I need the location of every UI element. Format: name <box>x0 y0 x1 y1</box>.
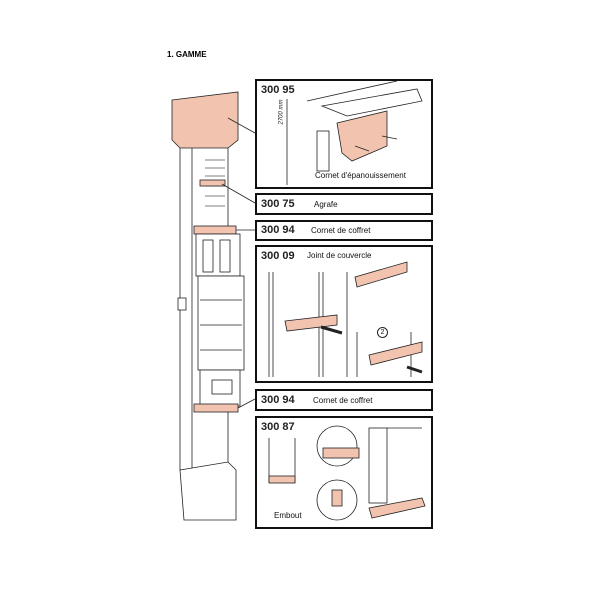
step-number: 2 <box>377 327 388 338</box>
item-label: Embout <box>274 511 302 520</box>
embout-diagram <box>268 425 426 521</box>
item-label: Agrafe <box>314 200 338 209</box>
item-code: 300 75 <box>261 198 295 210</box>
item-code: 300 94 <box>261 394 295 406</box>
agrafe-part <box>199 179 226 187</box>
item-code: 300 87 <box>261 421 295 433</box>
dimension-label: 2700 mm <box>278 99 285 125</box>
cornet-epanouissement-diagram <box>286 81 423 185</box>
item-code: 300 94 <box>261 224 295 236</box>
item-300-95-panel: 300 95 2700 mm Cornet d'épanouissement <box>255 79 433 189</box>
item-300-09-panel: 300 09 Joint de couvercle 2 <box>255 245 433 383</box>
item-300-75-panel: 300 75 Agrafe <box>255 193 433 215</box>
item-label: Cornet de coffret <box>311 226 371 235</box>
joint-couvercle-diagram <box>268 261 423 377</box>
item-300-94-panel: 300 94 Cornet de coffret <box>255 220 433 241</box>
item-label: Cornet de coffret <box>313 396 373 405</box>
item-label: Joint de couvercle <box>307 251 372 260</box>
item-300-87-panel: 300 87 Embout <box>255 416 433 529</box>
item-label: Cornet d'épanouissement <box>315 171 406 180</box>
item-300-94-lower-panel: 300 94 Cornet de coffret <box>255 389 433 411</box>
cornet-epanouissement-part <box>171 91 239 149</box>
item-code: 300 09 <box>261 250 295 262</box>
section-title: 1. GAMME <box>167 50 207 59</box>
item-code: 300 95 <box>261 84 295 96</box>
